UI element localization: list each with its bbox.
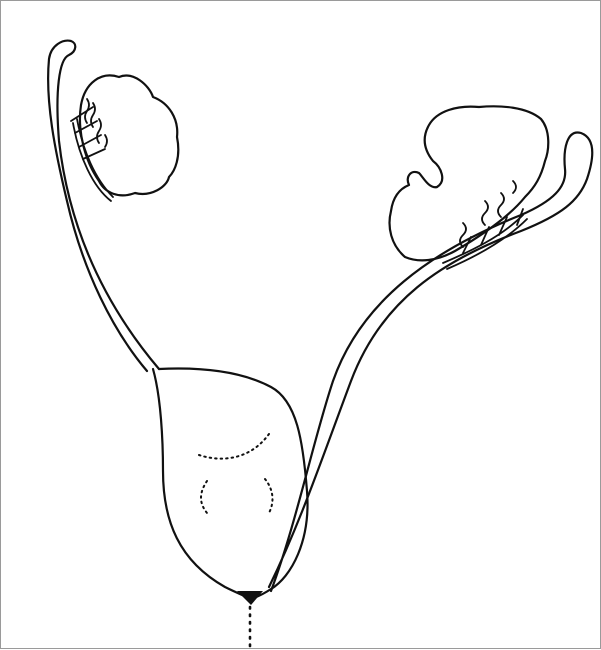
uterus-body (153, 369, 308, 599)
right-ovary (390, 106, 549, 260)
uterus-inner-dotted-lines (199, 431, 272, 513)
cervix-tip (237, 591, 263, 605)
right-tube (269, 132, 592, 591)
left-ovary (80, 75, 178, 195)
left-ligament (71, 99, 113, 201)
left-tube (48, 41, 159, 371)
right-ligament (443, 181, 527, 269)
